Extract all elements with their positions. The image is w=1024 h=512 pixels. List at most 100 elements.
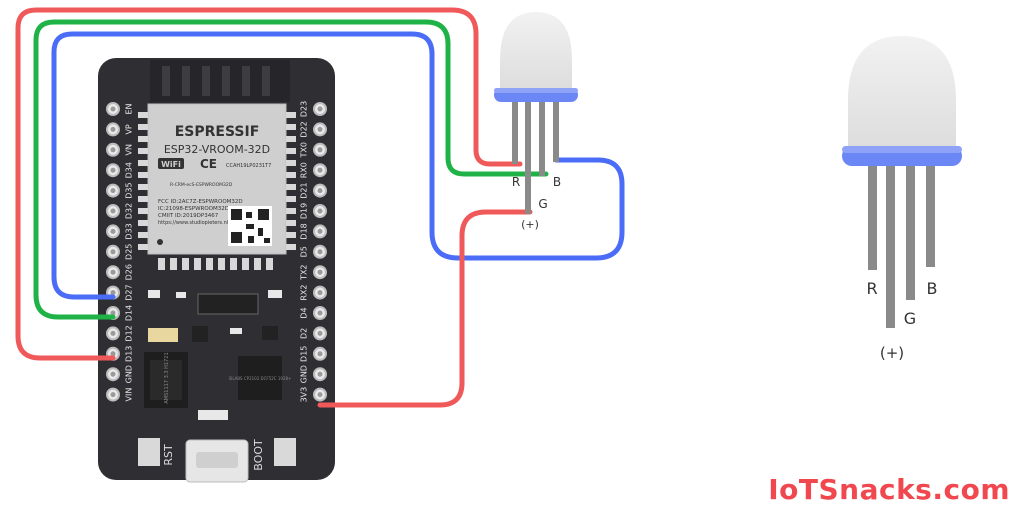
right-pin-label: D2 (300, 328, 309, 339)
cmiit-id: CMIIT ID:2019DP3467 (158, 213, 219, 219)
left-pin-labels: ENVPVND34D35D32D33D25D26D27D14D12D13GNDV… (125, 103, 134, 401)
boot-button[interactable]: BOOT (252, 438, 296, 471)
usb-uart-chip: SILABS CP2102 DCF52C 1928+ (229, 356, 292, 400)
right-pin-hole-center (317, 188, 323, 194)
micro-usb-port (185, 439, 249, 483)
wifi-logo: WiFi (161, 160, 181, 169)
right-pin-label: RX0 (300, 162, 309, 178)
fcc-id: FCC ID:2AC7Z-ESPWROOM32D (158, 199, 243, 205)
right-pin-hole-center (317, 228, 323, 234)
left-pin-label: D34 (125, 162, 134, 178)
right-pin-hole-center (317, 106, 323, 112)
right-pin-label: 3V3 (300, 387, 309, 403)
right-pin-label: RX2 (300, 285, 309, 301)
ic-id: IC:21098-ESPWROOM32D (158, 206, 229, 212)
module-model: ESP32-VROOM-32D (164, 143, 270, 156)
right-pin-hole-center (317, 208, 323, 214)
left-pin-label: D35 (125, 182, 134, 198)
wires (15, 7, 625, 408)
boot-label: BOOT (252, 439, 265, 471)
esp32-board: ESPRESSIF ESP32-VROOM-32D WiFi CE CCAH19… (98, 58, 335, 483)
left-pin-hole-center (110, 208, 116, 214)
chip-label: SILABS CP2102 DCF52C 1928+ (229, 376, 292, 381)
left-pin-label: VN (125, 144, 134, 155)
left-pin-hole-center (110, 106, 116, 112)
right-pin-label: D15 (300, 346, 309, 362)
left-pin-hole-center (110, 249, 116, 255)
left-pin-hole-center (110, 147, 116, 153)
right-pin-header (313, 102, 327, 402)
right-pin-label: TX2 (300, 264, 309, 280)
left-pin-label: VP (125, 124, 134, 134)
left-pin-label: VIN (125, 388, 134, 402)
red-wire-3v3 (317, 209, 533, 408)
left-pin-hole-center (110, 330, 116, 336)
left-pin-label: D26 (125, 264, 134, 280)
right-pin-label: TX0 (300, 142, 309, 158)
left-pin-label: D27 (125, 284, 134, 300)
regulator-label: AMS1117 3.3 H1721 (164, 352, 170, 403)
right-pin-hole-center (317, 392, 323, 398)
right-pin-label: D19 (300, 203, 309, 219)
wifi-logo-icon (158, 158, 184, 169)
led-small-plus-label: (+) (521, 218, 539, 231)
blue-wire-d27 (51, 31, 625, 300)
left-pin-hole-center (110, 167, 116, 173)
led-small-b-label: B (553, 175, 561, 189)
right-pin-hole-center (317, 167, 323, 173)
right-pin-label: D23 (300, 101, 309, 117)
rgb-led-small: R B G (+) (494, 12, 578, 231)
right-pin-label: D18 (300, 223, 309, 239)
left-pin-hole-center (110, 188, 116, 194)
right-pin-hole-center (317, 351, 323, 357)
right-pin-label: D22 (300, 121, 309, 137)
right-pin-label: D5 (300, 246, 309, 257)
ce-mark: CE (200, 157, 217, 171)
right-pin-hole-center (317, 269, 323, 275)
green-wire-d14 (33, 19, 549, 320)
rst-button[interactable]: RST (138, 438, 175, 466)
right-pin-hole-center (317, 249, 323, 255)
watermark: IoTSnacks.com (768, 473, 1010, 506)
left-pin-hole-center (110, 371, 116, 377)
left-pin-hole-center (110, 310, 116, 316)
rst-label: RST (162, 444, 175, 466)
left-pin-label: D14 (125, 305, 134, 321)
led-small-r-label: R (512, 175, 520, 189)
left-pin-label: D13 (125, 346, 134, 362)
right-pin-label: GND (300, 365, 309, 383)
rgb-led-large: R B G (+) (842, 36, 962, 362)
right-pin-hole-center (317, 310, 323, 316)
esp32-module: ESPRESSIF ESP32-VROOM-32D WiFi CE CCAH19… (147, 103, 287, 255)
left-pin-label: EN (125, 103, 134, 114)
left-pin-label: D25 (125, 244, 134, 260)
left-pin-label: D12 (125, 325, 134, 341)
left-pin-label: D32 (125, 203, 134, 219)
left-pin-hole-center (110, 392, 116, 398)
voltage-regulator: AMS1117 3.3 H1721 (144, 352, 188, 408)
right-pin-hole-center (317, 126, 323, 132)
led-large-g-label: G (904, 309, 916, 328)
left-pin-label: GND (125, 365, 134, 383)
led-large-r-label: R (866, 279, 877, 298)
left-pin-hole-center (110, 126, 116, 132)
led-large-b-label: B (927, 279, 938, 298)
left-pin-hole-center (110, 269, 116, 275)
right-pin-label: D21 (300, 182, 309, 198)
website: https://www.studiopieters.nl (158, 220, 228, 226)
led-small-g-label: G (538, 197, 547, 211)
led-large-plus-label: (+) (880, 344, 904, 362)
left-pin-hole-center (110, 351, 116, 357)
right-pin-hole-center (317, 290, 323, 296)
module-brand: ESPRESSIF (175, 124, 260, 140)
left-pin-hole-center (110, 290, 116, 296)
cert-id: CCAH19LP0231T7 (226, 163, 271, 169)
small-id: R-CRM-ecS-ESPWROOM32D (170, 182, 233, 188)
right-pin-hole-center (317, 330, 323, 336)
right-pin-hole-center (317, 371, 323, 377)
red-wire-d13 (15, 7, 523, 361)
right-pin-label: D4 (300, 307, 309, 318)
left-pin-hole-center (110, 228, 116, 234)
